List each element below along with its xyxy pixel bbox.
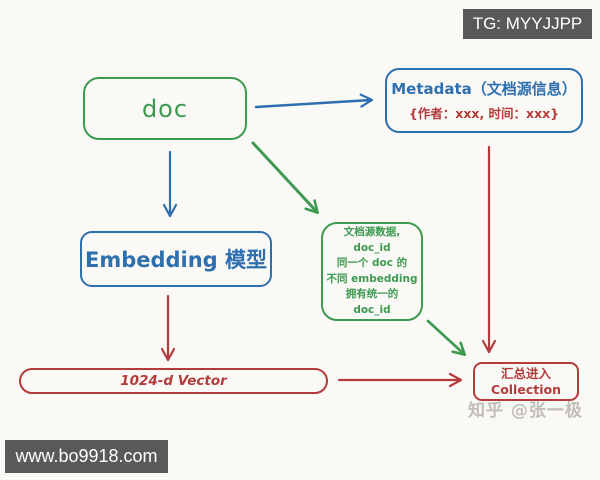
- node-metadata-title: Metadata（文档源信息）: [391, 80, 577, 98]
- note-line: 文档源数据,: [343, 226, 401, 238]
- site-badge-label: www.bo9918.com: [15, 446, 158, 466]
- note-line: doc_id: [353, 241, 391, 254]
- site-badge: www.bo9918.com: [5, 440, 168, 473]
- tg-badge: TG: MYYJJPP: [463, 9, 592, 39]
- node-doc-id-note: 文档源数据, doc_id 同一个 doc 的 不同 embedding 拥有统…: [321, 222, 423, 321]
- tg-badge-label: TG: MYYJJPP: [472, 14, 583, 33]
- node-collection-line2: Collection: [491, 381, 561, 397]
- node-vector-label: 1024-d Vector: [120, 373, 227, 389]
- node-embedding-model: Embedding 模型: [80, 231, 272, 287]
- node-1024d-vector: 1024-d Vector: [19, 368, 328, 394]
- note-line: 拥有统一的: [345, 288, 399, 300]
- node-metadata: Metadata（文档源信息） {作者：xxx, 时间：xxx}: [385, 68, 583, 133]
- arrow-doc-to-note: [251, 141, 319, 215]
- node-collection: 汇总进入 Collection: [473, 362, 579, 401]
- zhihu-watermark: 知乎 @张一极: [468, 401, 583, 421]
- node-collection-line1: 汇总进入: [500, 365, 551, 381]
- node-doc-label: doc: [141, 94, 189, 123]
- note-line: 同一个 doc 的: [336, 257, 408, 269]
- node-doc: doc: [83, 77, 247, 140]
- note-line: doc_id: [353, 303, 391, 316]
- arrow-doc-to-metadata: [254, 93, 374, 109]
- node-embedding-label: Embedding 模型: [84, 248, 268, 272]
- arrow-note-to-collection: [426, 319, 467, 356]
- node-metadata-subtitle: {作者：xxx, 时间：xxx}: [408, 106, 560, 121]
- note-line: 不同 embedding: [326, 272, 418, 285]
